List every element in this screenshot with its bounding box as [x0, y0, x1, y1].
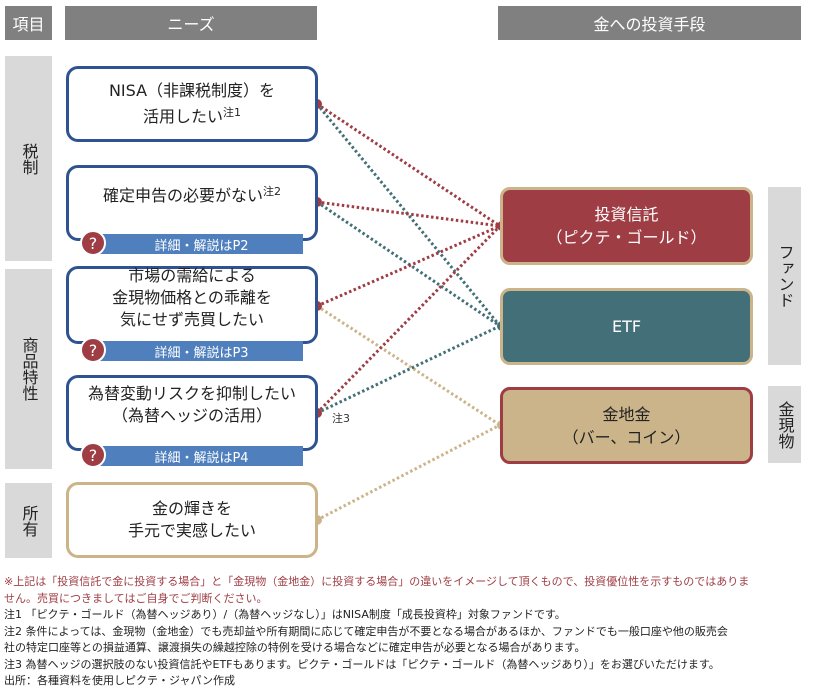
detail-link-p4[interactable]: 詳細・解説はP4	[100, 446, 303, 466]
need-price-gap-text: 市場の需給による 金現物価格との乖離を 気にせず売買したい	[112, 265, 272, 331]
need-fx-risk-line1: 為替変動リスクを抑制したい	[87, 384, 296, 403]
header-means-label: 金への投資手段	[593, 15, 706, 34]
source-note: 出所：各種資料を使用しピクテ・ジャパン作成	[4, 674, 235, 687]
note-2-line2: 社の特定口座等との損益通算、譲渡損失の繰越控除の特例を受ける場合などに確定申告が…	[4, 641, 586, 654]
help-icon-glyph: ?	[88, 233, 98, 253]
need-nisa: NISA（非課税制度）を 活用したい注1	[66, 66, 318, 142]
detail-link-p2[interactable]: 詳細・解説はP2	[100, 234, 303, 254]
means-investment-trust-text: 投資信託 （ピクテ・ゴールド）	[546, 203, 706, 249]
detail-link-p2-label[interactable]: 詳細・解説はP2	[154, 238, 249, 254]
need-fx-risk-line2: （為替ヘッジの活用）	[111, 406, 272, 425]
need-fx-risk-text: 為替変動リスクを抑制したい （為替ヘッジの活用）	[88, 383, 296, 427]
need-no-tax-return-line1: 確定申告の必要がない	[102, 186, 263, 205]
category-product: 商品特性	[5, 269, 52, 469]
note-3: 注3 為替ヘッジの選択肢のない投資信託やETFもあります。ピクテ・ゴールドは「ピ…	[4, 657, 720, 671]
need-nisa-line2: 活用したい	[142, 107, 223, 126]
detail-link-p3-label[interactable]: 詳細・解説はP3	[154, 345, 249, 361]
footnotes: ※上記は「投資信託で金に投資する場合」と「金現物（金地金）に投資する場合」の違い…	[4, 574, 824, 690]
means-etf-line1: ETF	[611, 317, 642, 336]
connector-price-gap-to-gold-bullion	[316, 304, 501, 427]
connector-fx-risk-to-investment-trust	[315, 224, 502, 415]
need-price-gap-line3: 気にせず売買したい	[119, 310, 264, 329]
header-needs: ニーズ	[65, 6, 317, 40]
help-icon-glyph: ?	[88, 445, 98, 465]
need-no-tax-return: 確定申告の必要がない注2	[66, 165, 318, 241]
need-price-gap-line2: 金現物価格との乖離を	[112, 288, 272, 307]
need-fx-risk: 為替変動リスクを抑制したい （為替ヘッジの活用）	[66, 375, 318, 451]
group-physical-label: 金現物	[775, 400, 795, 449]
note-2-line1: 注2 条件によっては、金現物（金地金）でも売却益や所有期間に応じて確定申告が不要…	[4, 624, 728, 638]
connector-nisa-to-investment-trust	[316, 102, 501, 228]
connector-fx-risk-to-etf	[316, 324, 501, 415]
means-investment-trust: 投資信託 （ピクテ・ゴールド）	[500, 187, 753, 265]
help-icon-glyph: ?	[88, 340, 98, 360]
need-price-gap-line1: 市場の需給による	[128, 266, 256, 285]
means-etf: ETF	[500, 288, 753, 365]
need-feel-gold: 金の輝きを 手元で実感したい	[66, 482, 318, 558]
note-1: 注1 「ピクテ・ゴールド（為替ヘッジあり）/（為替ヘッジなし）」はNISA制度「…	[4, 608, 566, 621]
means-gold-bullion: 金地金 （バー、コイン）	[500, 387, 753, 464]
header-means: 金への投資手段	[498, 6, 801, 40]
connector-note-3: 注3	[332, 412, 350, 425]
category-tax-label: 税制	[19, 142, 39, 175]
need-nisa-line1: NISA（非課税制度）を	[108, 81, 276, 100]
group-physical: 金現物	[768, 386, 801, 463]
category-tax: 税制	[5, 56, 52, 261]
disclaimer-line2: せん。売買につきましてはご自身でご判断ください。	[4, 591, 268, 605]
category-ownership-label: 所有	[19, 504, 39, 537]
connector-feel-gold-to-gold-bullion	[316, 423, 501, 522]
means-gold-bullion-line2: （バー、コイン）	[562, 427, 691, 447]
need-price-gap: 市場の需給による 金現物価格との乖離を 気にせず売買したい	[66, 266, 318, 344]
note-ref-2: 注2	[263, 185, 281, 198]
header-needs-label: ニーズ	[167, 15, 215, 34]
header-item: 項目	[5, 6, 52, 40]
connector-price-gap-to-investment-trust	[316, 224, 501, 308]
header-item-label: 項目	[12, 15, 45, 34]
help-icon[interactable]: ?	[80, 230, 106, 256]
group-fund-label: ファンド	[775, 244, 795, 308]
detail-link-p4-label[interactable]: 詳細・解説はP4	[154, 450, 249, 466]
category-product-label: 商品特性	[19, 337, 39, 401]
means-gold-bullion-text: 金地金 （バー、コイン）	[563, 403, 691, 449]
connector-no-tax-return-to-etf	[316, 200, 501, 328]
means-investment-trust-line2: （ピクテ・ゴールド）	[546, 228, 707, 247]
help-icon[interactable]: ?	[80, 337, 106, 363]
means-gold-bullion-line1: 金地金	[602, 404, 651, 424]
category-ownership: 所有	[5, 483, 52, 558]
note-ref-1: 注1	[223, 106, 241, 119]
need-nisa-text: NISA（非課税制度）を 活用したい注1	[109, 80, 275, 128]
need-feel-gold-text: 金の輝きを 手元で実感したい	[128, 498, 256, 542]
disclaimer-line1: ※上記は「投資信託で金に投資する場合」と「金現物（金地金）に投資する場合」の違い…	[4, 575, 750, 588]
detail-link-p3[interactable]: 詳細・解説はP3	[100, 341, 303, 361]
help-icon[interactable]: ?	[80, 442, 106, 468]
connector-no-tax-return-to-investment-trust	[316, 200, 501, 228]
need-feel-gold-line1: 金の輝きを	[151, 499, 232, 518]
need-feel-gold-line2: 手元で実感したい	[127, 521, 256, 540]
means-investment-trust-line1: 投資信託	[594, 205, 659, 224]
group-fund: ファンド	[768, 187, 801, 365]
